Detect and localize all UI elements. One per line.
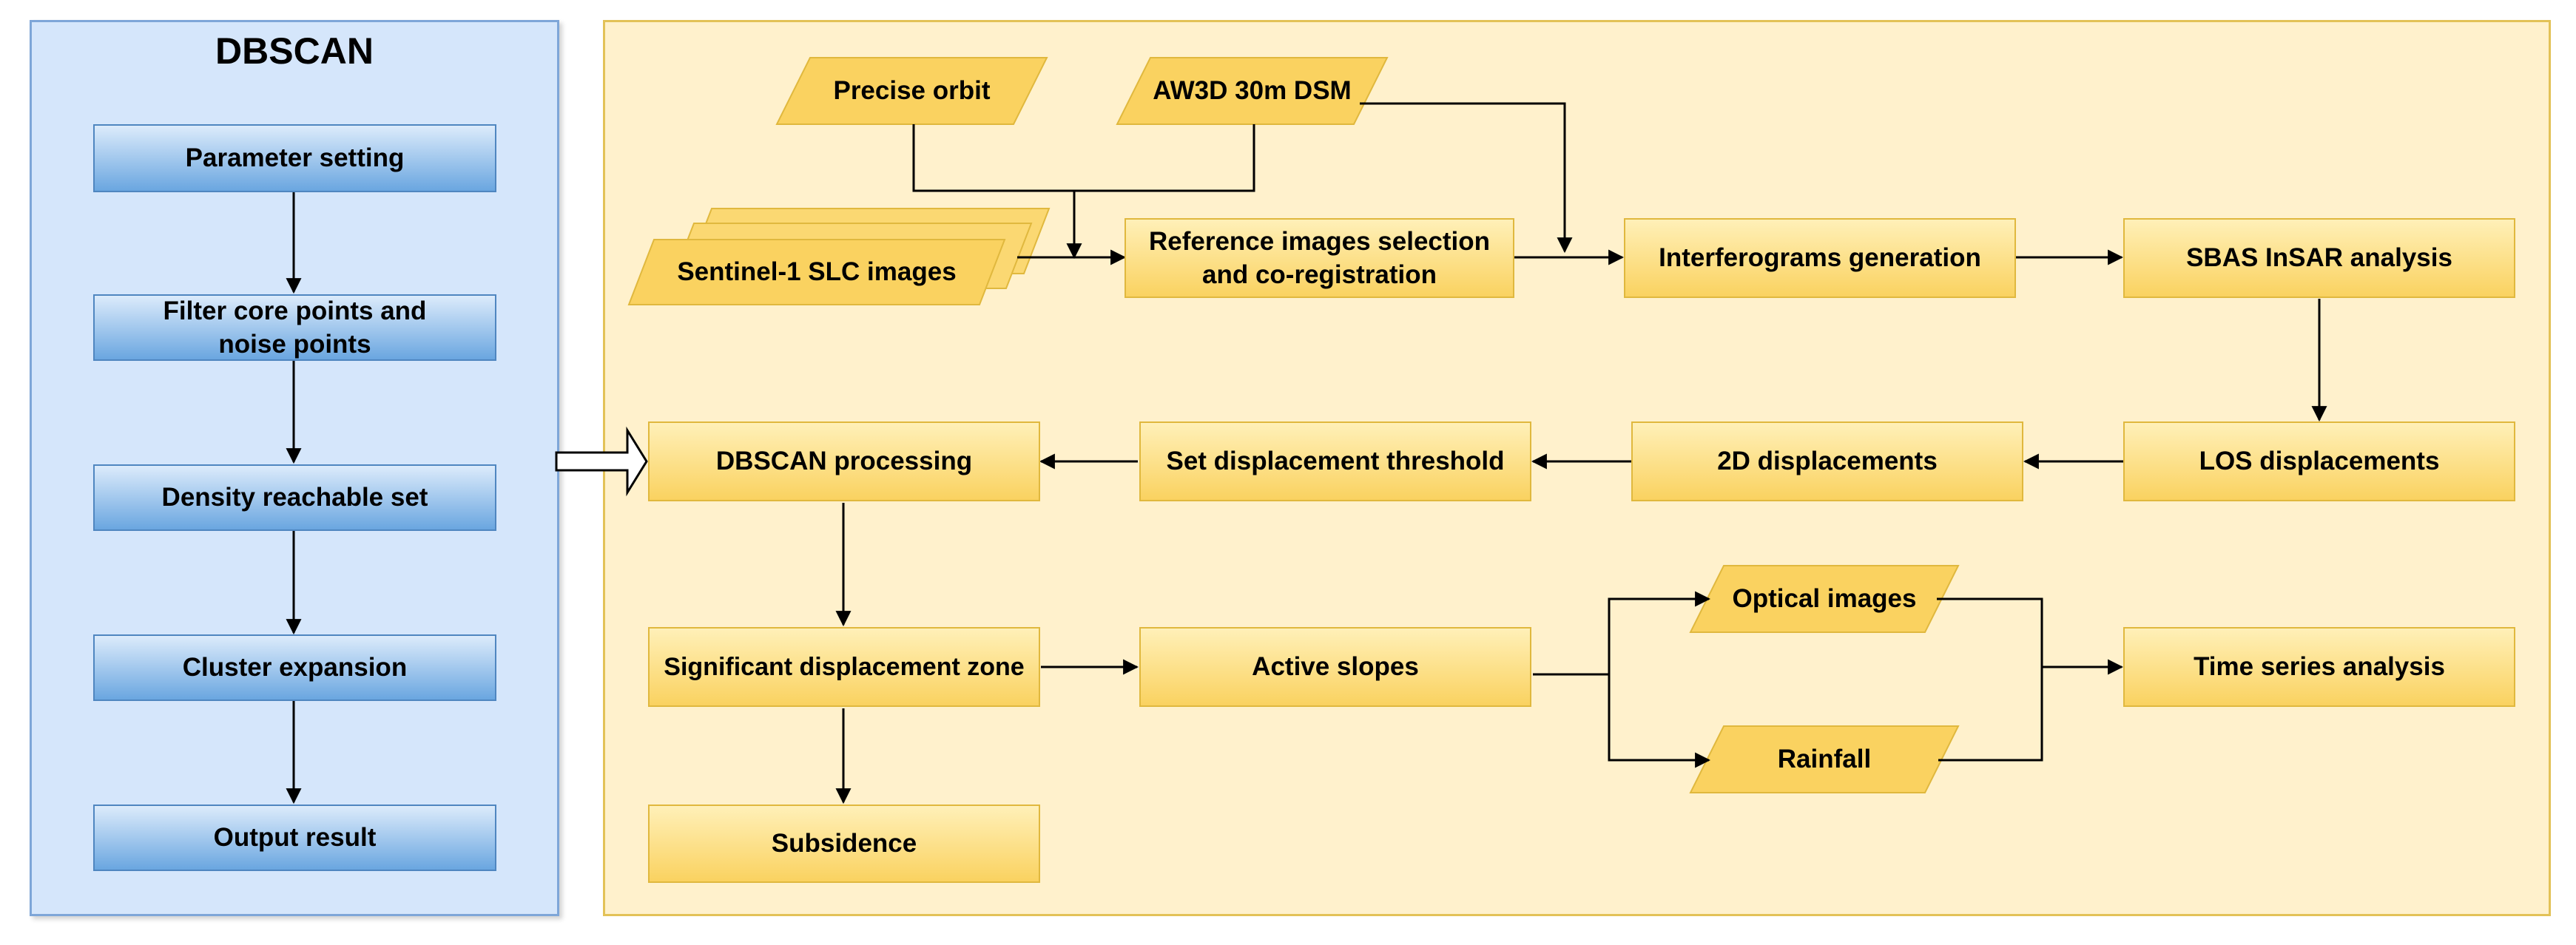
threshold-box: Set displacement threshold xyxy=(1139,421,1531,501)
rainfall-shape xyxy=(1689,725,1960,793)
precise-orbit-shape xyxy=(775,57,1048,125)
dsm-shape xyxy=(1116,57,1389,125)
active-slopes-box: Active slopes xyxy=(1139,627,1531,707)
rainfall-label: Rainfall xyxy=(1777,745,1872,773)
precise-orbit-label: Precise orbit xyxy=(833,76,991,105)
step-density-reachable: Density reachable set xyxy=(93,464,496,531)
interferograms-box: Interferograms generation xyxy=(1624,218,2016,298)
displacements-2d-box: 2D displacements xyxy=(1631,421,2023,501)
reference-selection-box: Reference images selection and co-regist… xyxy=(1125,218,1514,298)
optical-images-shape xyxy=(1689,565,1960,633)
time-series-box: Time series analysis xyxy=(2123,627,2515,707)
dbscan-processing-box: DBSCAN processing xyxy=(648,421,1040,501)
dbscan-title: DBSCAN xyxy=(215,30,374,72)
sbas-box: SBAS InSAR analysis xyxy=(2123,218,2515,298)
dsm-label: AW3D 30m DSM xyxy=(1153,76,1352,105)
los-displacements-box: LOS displacements xyxy=(2123,421,2515,501)
optical-images-label: Optical images xyxy=(1732,584,1917,613)
step-parameter-setting: Parameter setting xyxy=(93,124,496,192)
step-filter-points: Filter core points and noise points xyxy=(93,294,496,361)
link-arrow xyxy=(555,426,648,497)
significant-zone-box: Significant displacement zone xyxy=(648,627,1040,707)
sentinel-label: Sentinel-1 SLC images xyxy=(677,257,957,286)
step-output-result: Output result xyxy=(93,805,496,871)
subsidence-box: Subsidence xyxy=(648,805,1040,883)
step-cluster-expansion: Cluster expansion xyxy=(93,634,496,701)
sentinel-stack-shape xyxy=(627,208,1051,305)
